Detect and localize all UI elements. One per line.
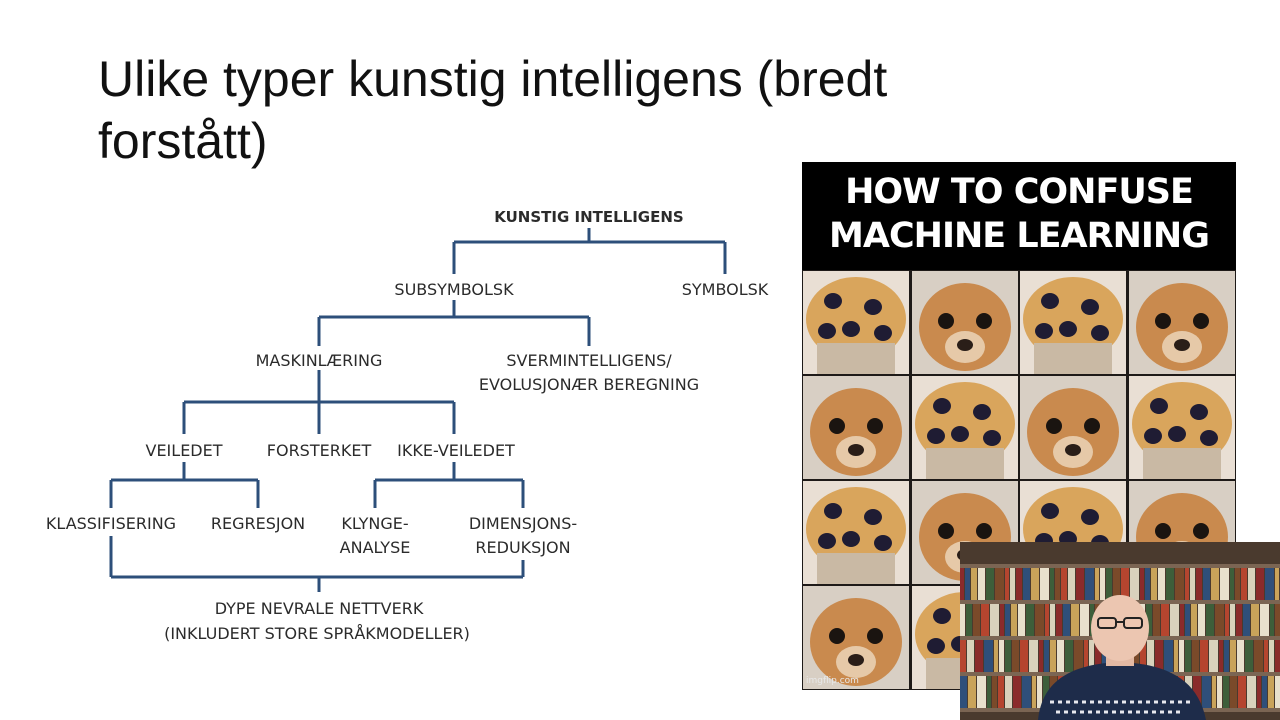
meme-image: HOW TO CONFUSE MACHINE LEARNING imgflip.… [802,162,1236,690]
node-svermintelligens: SVERMINTELLIGENS/ [506,351,672,370]
node-ikke-veiledet: IKKE-VEILEDET [397,441,515,460]
muffin-photo [1020,271,1126,374]
chihuahua-photo [1128,271,1235,374]
meme-header: HOW TO CONFUSE MACHINE LEARNING [802,162,1236,270]
bookshelf [960,568,1280,708]
chihuahua-photo [1020,376,1126,479]
muffin-photo [911,376,1018,479]
muffin-photo [803,481,909,584]
presenter [1038,595,1206,720]
node-klyngeanalyse-line2: ANALYSE [340,538,411,557]
edge-subsymbolic [317,300,591,346]
node-symbolsk: SYMBOLSK [682,280,769,299]
node-evolusjonaer-beregning: EVOLUSJONÆR BEREGNING [479,375,699,394]
slide-title-line2: forstått) [98,113,268,169]
edge-supervised [109,462,260,508]
node-dimensjonsreduksjon-line2: REDUKSJON [475,538,570,557]
node-maskinlaering: MASKINLÆRING [256,351,383,370]
node-regresjon: REGRESJON [211,514,305,533]
edge-machine-learning [182,370,456,434]
webcam-video [960,542,1280,720]
node-store-spraakmodeller: (INKLUDERT STORE SPRÅKMODELLER) [164,624,470,643]
node-klyngeanalyse-line1: KLYNGE- [341,514,408,533]
node-klassifisering: KLASSIFISERING [46,514,176,533]
muffin-photo [1128,376,1235,479]
meme-watermark: imgflip.com [806,676,859,686]
node-dimensjonsreduksjon-line1: DIMENSJONS- [469,514,577,533]
meme-grid [802,270,1236,690]
chihuahua-photo [803,376,909,479]
muffin-photo [803,271,909,374]
edge-deep-networks [109,536,525,592]
node-subsymbolsk: SUBSYMBOLSK [394,280,514,299]
chihuahua-photo [911,271,1018,374]
node-veiledet: VEILEDET [146,441,223,460]
ai-taxonomy-tree: KUNSTIG INTELLIGENS SUBSYMBOLSK SYMBOLSK… [46,208,769,643]
webcam-scene [960,542,1280,720]
node-forsterket: FORSTERKET [267,441,372,460]
node-kunstig-intelligens: KUNSTIG INTELLIGENS [494,208,683,226]
slide-title-line1: Ulike typer kunstig intelligens (bredt [98,51,888,107]
meme-header-line2: MACHINE LEARNING [829,216,1210,256]
chihuahua-photo [803,586,909,689]
meme-header-line1: HOW TO CONFUSE [845,172,1194,212]
slide-title: Ulike typer kunstig intelligens (bredt f… [98,48,1058,172]
edge-unsupervised [373,462,525,508]
node-dype-nevrale-nettverk: DYPE NEVRALE NETTVERK [215,599,424,618]
edge-root [452,228,727,274]
